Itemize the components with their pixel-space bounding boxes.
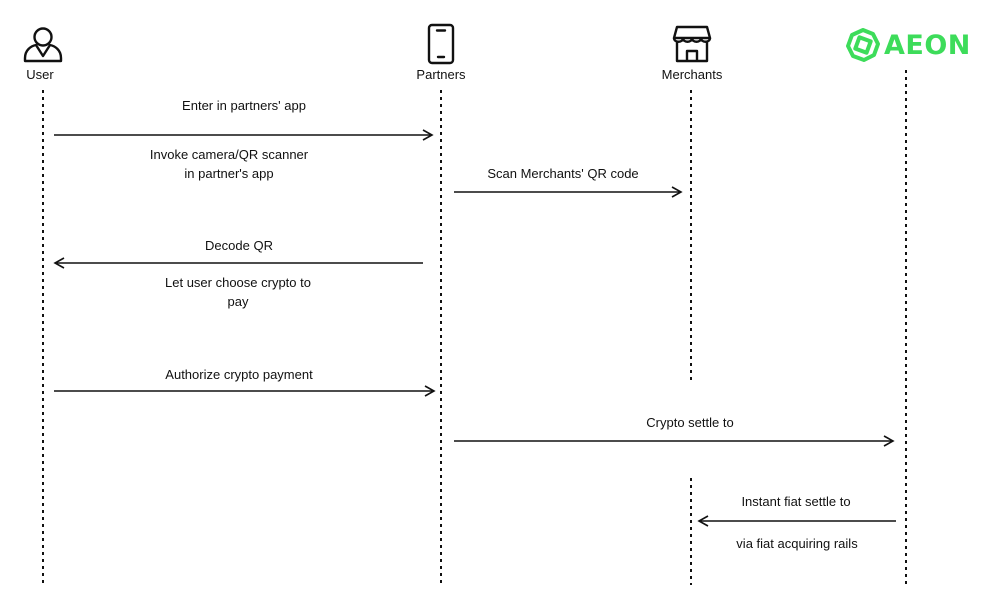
message-label: Enter in partners' app <box>182 98 306 113</box>
user-label: User <box>26 67 54 82</box>
message-label: Invoke camera/QR scanner in partner's ap… <box>149 147 309 181</box>
message-label: Authorize crypto payment <box>165 367 313 382</box>
message-label: Scan Merchants' QR code <box>487 166 639 181</box>
phone-icon <box>427 23 455 65</box>
aeon-logo-icon <box>846 28 880 62</box>
user-icon <box>23 27 63 63</box>
store-icon <box>672 25 712 63</box>
message-label: Decode QR <box>205 238 273 253</box>
message-label: via fiat acquiring rails <box>736 536 858 551</box>
partners-label: Partners <box>416 67 466 82</box>
aeon-logo: AEON <box>846 22 972 68</box>
merchants-label: Merchants <box>661 67 723 82</box>
message-label: Crypto settle to <box>646 415 734 430</box>
aeon-logo-text: AEON <box>884 29 971 61</box>
message-label: Instant fiat settle to <box>741 494 851 509</box>
message-label: Let user choose crypto to pay <box>165 275 311 309</box>
